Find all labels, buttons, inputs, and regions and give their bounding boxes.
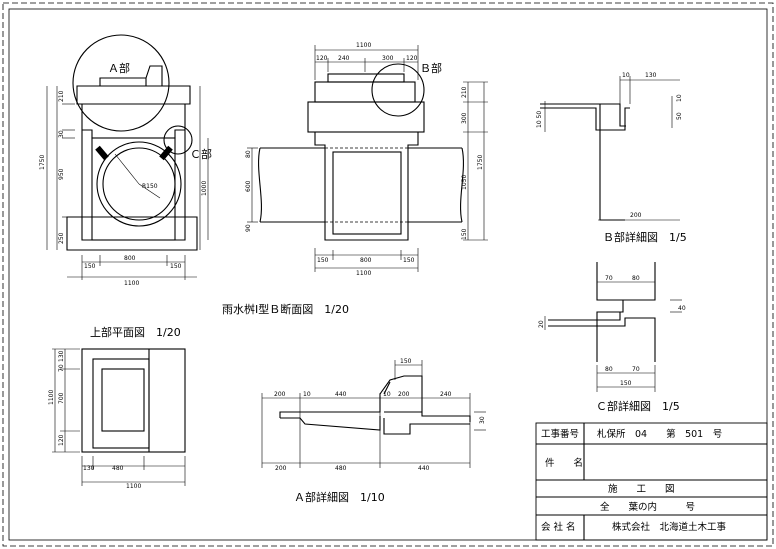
sheet-label: 全 葉の内 号 — [600, 501, 695, 513]
dim-tp-480: 480 — [112, 465, 124, 472]
item-label: 件 名 — [545, 457, 583, 469]
dim-tp-70: 70 — [58, 364, 65, 372]
dim-front-250: 250 — [58, 232, 65, 244]
dim-c-20: 20 — [538, 320, 545, 328]
dim-c-70: 70 — [605, 275, 613, 282]
dim-b-240: 240 — [338, 55, 350, 62]
dim-front-1000: 1000 — [201, 181, 208, 196]
dim-tp-130: 130 — [58, 350, 65, 362]
dim-b-120r: 120 — [406, 55, 418, 62]
dim-b-bottom-1100: 1100 — [356, 270, 371, 277]
dim-c-70b: 70 — [632, 366, 640, 373]
dim-front-right-150: 150 — [170, 263, 182, 270]
dim-front-bottom-1100: 1100 — [124, 280, 139, 287]
dim-c-80: 80 — [632, 275, 640, 282]
dim-b-120: 120 — [316, 55, 328, 62]
dim-front-1750: 1750 — [39, 155, 46, 170]
callout-part-a: Ａ部 — [108, 61, 130, 75]
dim-c-40: 40 — [678, 305, 686, 312]
dim-bd-10: 10 — [622, 72, 630, 79]
callout-part-b: Ｂ部 — [420, 61, 442, 75]
callout-part-c: Ｃ部 — [190, 147, 212, 161]
dim-front-950: 950 — [58, 168, 65, 180]
dim-b-90: 90 — [245, 224, 252, 232]
dim-b-150r: 150 — [403, 257, 415, 264]
dim-b-150v: 150 — [461, 228, 468, 240]
dim-bd-130: 130 — [645, 72, 657, 79]
main-section-title: 雨水桝Ⅰ型Ｂ断面図 1/20 — [222, 302, 349, 316]
dim-b-800: 800 — [360, 257, 372, 264]
dim-a-200c: 200 — [275, 465, 287, 472]
dim-c-80b: 80 — [605, 366, 613, 373]
project-no-value: 札保所 04 第 501 号 — [597, 428, 722, 440]
b-section-view — [247, 45, 488, 272]
dim-b-1750: 1750 — [477, 155, 484, 170]
dim-b-1050: 1050 — [461, 175, 468, 190]
drawing-label: 施 工 図 — [608, 483, 675, 495]
dim-a-10: 10 — [303, 391, 311, 398]
dim-front-left-150: 150 — [84, 263, 96, 270]
detail-a-title: Ａ部詳細図 1/10 — [294, 490, 385, 504]
dim-front-top-1100: 800 — [124, 255, 136, 262]
dim-a-10b: 10 — [383, 391, 391, 398]
dim-b-top-1100: 1100 — [356, 42, 371, 49]
dim-tp-bottom-1100: 1100 — [126, 483, 141, 490]
top-plan-view — [52, 348, 186, 486]
dim-a-480: 480 — [335, 465, 347, 472]
dim-b-300v: 300 — [461, 112, 468, 124]
title-block — [535, 422, 768, 541]
dim-a-150: 150 — [400, 358, 412, 365]
front-section-view — [46, 34, 209, 280]
project-no-label: 工事番号 — [541, 428, 579, 440]
detail-c-title: Ｃ部詳細図 1/5 — [596, 399, 680, 413]
dim-tp-700: 700 — [58, 392, 65, 404]
dim-bd-200: 200 — [630, 212, 642, 219]
company-value: 株式会社 北海道土木工事 — [612, 521, 727, 533]
dim-b-150l: 150 — [317, 257, 329, 264]
dim-b-600: 600 — [245, 180, 252, 192]
company-label: 会 社 名 — [541, 521, 576, 533]
dim-front-210: 210 — [58, 90, 65, 102]
dim-a-30: 30 — [479, 416, 486, 424]
dim-c-150: 150 — [620, 380, 632, 387]
dim-b-210: 210 — [461, 86, 468, 98]
top-plan-title: 上部平面図 1/20 — [90, 325, 181, 339]
b-detail-view — [540, 76, 680, 221]
c-detail-view — [544, 262, 682, 392]
dim-a-240: 240 — [440, 391, 452, 398]
dim-bd-50: 50 — [676, 112, 683, 120]
dim-a-440b: 440 — [418, 465, 430, 472]
dim-a-200b: 200 — [398, 391, 410, 398]
dim-a-200: 200 — [274, 391, 286, 398]
dim-tp-1100: 1100 — [48, 390, 55, 405]
pipe-radius-label: R150 — [142, 183, 158, 190]
dim-tp-130b: 130 — [83, 465, 95, 472]
inner-frame — [8, 8, 768, 541]
dim-a-440: 440 — [335, 391, 347, 398]
dim-bd-10v: 10 — [676, 94, 683, 102]
dim-b-80: 80 — [245, 150, 252, 158]
a-detail-view — [261, 360, 486, 468]
dim-b-300: 300 — [382, 55, 394, 62]
dim-front-30: 30 — [58, 130, 65, 138]
detail-b-title: Ｂ部詳細図 1/5 — [603, 230, 687, 244]
dim-tp-120: 120 — [58, 434, 65, 446]
dim-bd-10-50: 10 50 — [536, 111, 543, 128]
